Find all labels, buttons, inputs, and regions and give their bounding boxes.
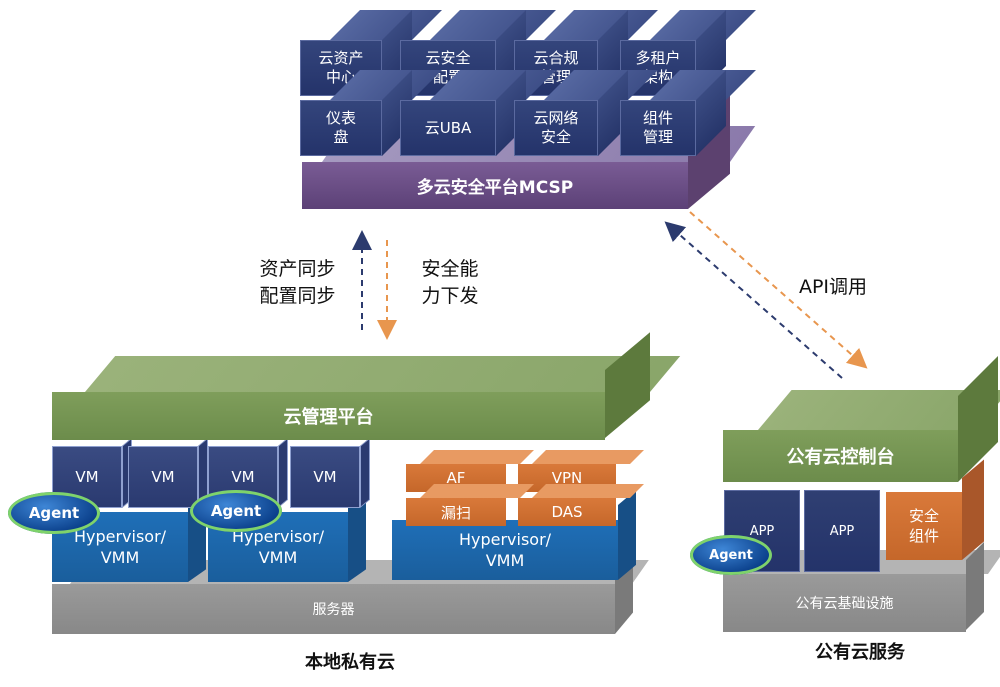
agent-badge-public[interactable]: Agent bbox=[690, 535, 772, 575]
public-console: 公有云控制台 bbox=[723, 430, 958, 482]
agent-badge-1[interactable]: Agent bbox=[8, 492, 100, 534]
sync-label: 资产同步 配置同步 bbox=[259, 258, 336, 307]
security-module-top bbox=[420, 450, 534, 464]
security-module-3[interactable]: 漏扫 bbox=[406, 498, 506, 526]
security-module-top bbox=[532, 450, 644, 464]
mgmt-platform: 云管理平台 bbox=[52, 392, 605, 440]
hypervisor-3-side bbox=[618, 489, 636, 580]
security-module-top bbox=[532, 484, 644, 498]
vm-2[interactable]: VM bbox=[128, 446, 198, 508]
hypervisor-3: Hypervisor/ VMM bbox=[392, 520, 618, 580]
public-infra: 公有云基础设施 bbox=[723, 574, 966, 632]
vm-4[interactable]: VM bbox=[290, 446, 360, 508]
mcsp-platform: 多云安全平台MCSP bbox=[302, 162, 688, 209]
module-5[interactable]: 仪表 盘 bbox=[300, 100, 382, 156]
module-1[interactable]: 云资产 中心 bbox=[300, 40, 382, 96]
public-app-2: APP bbox=[804, 490, 880, 572]
hypervisor-2: Hypervisor/ VMM bbox=[208, 512, 348, 582]
module-6[interactable]: 云UBA bbox=[400, 100, 496, 156]
api-down-arrow bbox=[689, 211, 868, 369]
agent-badge-2[interactable]: Agent bbox=[190, 490, 282, 532]
security-module-4[interactable]: DAS bbox=[518, 498, 616, 526]
api-label: API调用 bbox=[798, 275, 868, 298]
public-cloud-title: 公有云服务 bbox=[815, 642, 905, 663]
public-security: 安全 组件 bbox=[886, 492, 962, 560]
module-7[interactable]: 云网络 安全 bbox=[514, 100, 598, 156]
module-8[interactable]: 组件 管理 bbox=[620, 100, 696, 156]
private-cloud-title: 本地私有云 bbox=[305, 652, 395, 673]
api-up-arrow bbox=[664, 221, 843, 379]
security-module-top bbox=[420, 484, 534, 498]
mgmt-platform-top bbox=[85, 356, 681, 392]
dispatch-label: 安全能 力下发 bbox=[421, 258, 479, 307]
vm-side bbox=[360, 437, 370, 508]
server-label: 服务器 bbox=[52, 584, 615, 634]
vm-side bbox=[278, 437, 288, 508]
